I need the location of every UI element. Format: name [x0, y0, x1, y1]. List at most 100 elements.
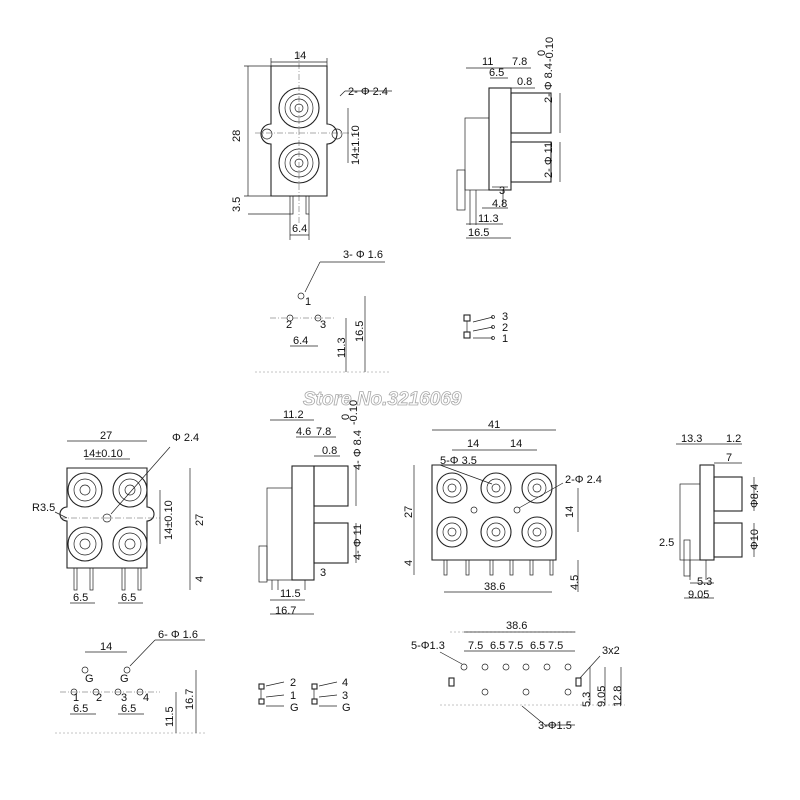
view-pcb-6-pin: 14 6- Φ 1.6 G G 1 2 3 4 6.5 6.5 11.5 16.… [55, 629, 205, 734]
dim-pitch-right: 14 [510, 438, 522, 450]
pin-label-2: 2 [286, 319, 292, 331]
dim-height-27-b: 27 [403, 506, 415, 518]
dim-pitch-14: 14±0.10 [83, 448, 123, 460]
dim-hole-2-4: Φ 2.4 [172, 432, 199, 444]
dim-4-c: 4 [403, 560, 415, 566]
dim-pcb-12-8: 12.8 [612, 686, 624, 707]
dim-phi-11-b: 4- Φ 11 [352, 524, 364, 560]
dim-pcb-5-3: 5.3 [581, 692, 593, 707]
pin-label-1-b: 1 [73, 692, 79, 704]
dim-16-5-pcb: 16.5 [354, 321, 366, 342]
dim-3: 3 [499, 185, 505, 197]
dim-pin-length: 3.5 [231, 197, 243, 212]
view-side-2-jack: 11 7.8 6.5 0.8 2- Φ 8.4 0 -0.10 2- Φ 11 … [456, 37, 561, 239]
pin-label-g-right: G [120, 673, 129, 685]
view-side-6-jack: 13.3 1.2 7 Φ8.4 Φ10 2.5 5.3 9.05 [659, 433, 761, 601]
dim-6-5: 6.5 [489, 67, 504, 79]
dim-pcb-6-5-a: 6.5 [490, 640, 505, 652]
schematic-b-3: 3 [342, 690, 348, 702]
schematic-b-4: 4 [342, 677, 348, 689]
dim-phi-11: 2- Φ 11 [543, 142, 555, 178]
dim-0-8-b: 0.8 [322, 445, 337, 457]
dim-11: 11 [482, 56, 493, 68]
dim-7: 7 [726, 452, 732, 464]
dim-radius: R3.5 [32, 502, 55, 514]
dim-0-8: 0.8 [517, 76, 532, 88]
pin-label-4-b: 4 [143, 692, 149, 704]
dim-3-b: 3 [320, 567, 326, 579]
dim-pcb-11-5: 11.5 [164, 706, 176, 727]
view-front-6-jack: 41 14 14 5-Φ 3.5 2-Φ 2.4 27 14 4 38.6 4.… [403, 419, 602, 593]
dim-4: 4 [194, 576, 206, 582]
pin-label-3: 3 [320, 319, 326, 331]
dim-phi-8-4-c: Φ8.4 [749, 484, 761, 508]
dim-phi-8-4: 2- Φ 8.4 [543, 63, 555, 103]
dim-pcb-hole: 3- Φ 1.6 [343, 249, 383, 261]
dim-pcb-38-6: 38.6 [506, 620, 527, 632]
dim-16-7: 16.7 [275, 605, 296, 617]
dim-phi-10: Φ10 [749, 529, 761, 550]
schematic-label-3: 3 [502, 311, 508, 323]
dim-bottom-6-5-left: 6.5 [73, 592, 88, 604]
dim-pin-span: 6.4 [293, 335, 308, 347]
dim-11-3-pcb: 11.3 [336, 337, 348, 358]
dim-pitch-left: 14 [467, 438, 479, 450]
dim-width: 14 [294, 50, 306, 62]
dim-bottom-6-5-right: 6.5 [121, 592, 136, 604]
schematic-4-contact: 2 1 G 4 3 G [258, 677, 351, 714]
dim-1-2: 1.2 [726, 433, 741, 445]
dim-tol-upper-b: 0 [340, 414, 352, 420]
dim-13-3: 13.3 [681, 433, 702, 445]
dim-5-holes: 5-Φ 3.5 [440, 455, 477, 467]
dim-pcb-6-5-b: 6.5 [530, 640, 545, 652]
view-front-2-jack: 14 28 3.5 2- Φ 2.4 14±1.10 6.4 [231, 50, 392, 240]
dim-4-5: 4.5 [569, 575, 581, 590]
dim-jack-pitch: 14±1.10 [350, 125, 362, 165]
dim-pcb-7-5-a: 7.5 [468, 640, 483, 652]
dim-slot-3x2: 3x2 [602, 645, 620, 657]
schematic-a-1: 1 [290, 690, 296, 702]
dim-mount-hole: 2- Φ 2.4 [348, 86, 388, 98]
schematic-b-g: G [342, 702, 351, 714]
dim-width-41: 41 [488, 419, 500, 431]
dim-pcb-6-5-left: 6.5 [73, 703, 88, 715]
dim-pcb-7-5-c: 7.5 [548, 640, 563, 652]
dim-tol-upper: 0 [536, 50, 548, 56]
dim-width-27: 27 [100, 430, 112, 442]
dim-tol-lower-b: -0.10 [348, 400, 360, 425]
dim-pcb-14: 14 [100, 641, 112, 653]
dim-11-2: 11.2 [283, 409, 304, 421]
dim-height: 28 [231, 130, 243, 142]
dim-v-pitch: 14±0.10 [163, 500, 175, 540]
store-watermark: Store No.3216069 [303, 389, 462, 410]
dim-pcb-hole-b: 6- Φ 1.6 [158, 629, 198, 641]
view-side-4-jack: 11.2 4.6 7.8 0.8 4- Φ 8.4 0 -0.10 4- Φ 1… [258, 400, 364, 617]
dim-pcb-hole-1-3: 5-Φ1.3 [411, 640, 445, 652]
pin-label-g-left: G [85, 673, 94, 685]
dim-2-5: 2.5 [659, 537, 674, 549]
dim-pcb-7-5-b: 7.5 [508, 640, 523, 652]
dim-9-05: 9.05 [688, 589, 709, 601]
view-front-4-jack: 27 14±0.10 Φ 2.4 R3.5 14±0.10 27 4 6.5 6… [32, 430, 206, 604]
pin-label-2-b: 2 [96, 692, 102, 704]
pin-label-1: 1 [305, 296, 311, 308]
dim-7-8-b: 7.8 [316, 426, 331, 438]
view-pcb-3-pin: 3- Φ 1.6 1 2 3 6.4 11.3 16.5 [255, 249, 390, 373]
schematic-label-1: 1 [502, 333, 508, 345]
dim-pin-spacing: 6.4 [292, 223, 307, 235]
dim-11-3: 11.3 [478, 213, 499, 225]
dim-pcb-9-05: 9.05 [596, 686, 608, 707]
dim-tol-lower: -0.10 [544, 37, 556, 62]
schematic-a-2: 2 [290, 677, 296, 689]
dim-4-8: 4.8 [492, 198, 507, 210]
dim-pcb-6-5-right: 6.5 [121, 703, 136, 715]
dim-16-5: 16.5 [468, 227, 489, 239]
dim-height-27: 27 [194, 514, 206, 526]
dim-7-8: 7.8 [512, 56, 527, 68]
dim-phi-8-4-b: 4- Φ 8.4 [352, 430, 364, 470]
schematic-3-contact: 3 2 1 [463, 311, 508, 345]
dim-11-5: 11.5 [280, 588, 301, 600]
dim-pcb-hole-1-5: 3-Φ1.5 [538, 720, 572, 732]
dim-v-14: 14 [564, 506, 576, 518]
